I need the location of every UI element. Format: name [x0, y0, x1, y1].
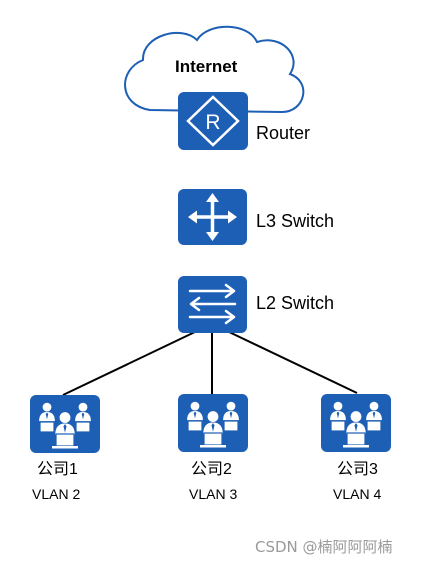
company-label-3: 公司3 [337, 461, 378, 478]
router-icon: R [178, 92, 248, 150]
router-label: Router [256, 123, 311, 143]
l3-switch-label: L3 Switch [256, 211, 335, 231]
svg-text:R: R [205, 111, 220, 134]
company-label-1: 公司1 [37, 461, 78, 478]
vlan-label-3: VLAN 3 [189, 486, 238, 502]
vlan-label-4: VLAN 4 [333, 486, 382, 502]
company-label-2: 公司2 [191, 461, 232, 478]
connection-lines [62, 330, 358, 396]
internet-label: Internet [175, 57, 238, 76]
user-group-icon [30, 395, 100, 453]
user-group-icon [321, 394, 391, 452]
link-l2-to-group-1 [62, 330, 198, 396]
l3-switch-icon [178, 189, 247, 245]
link-l2-to-group-3 [226, 330, 358, 394]
l2-switch-icon [178, 276, 247, 333]
internet-cloud-icon [124, 25, 305, 114]
l2-switch-label: L2 Switch [256, 293, 335, 313]
vlan-label-2: VLAN 2 [32, 486, 81, 502]
user-group-icon [178, 394, 248, 452]
watermark-text: CSDN @楠阿阿阿楠 [255, 538, 393, 556]
